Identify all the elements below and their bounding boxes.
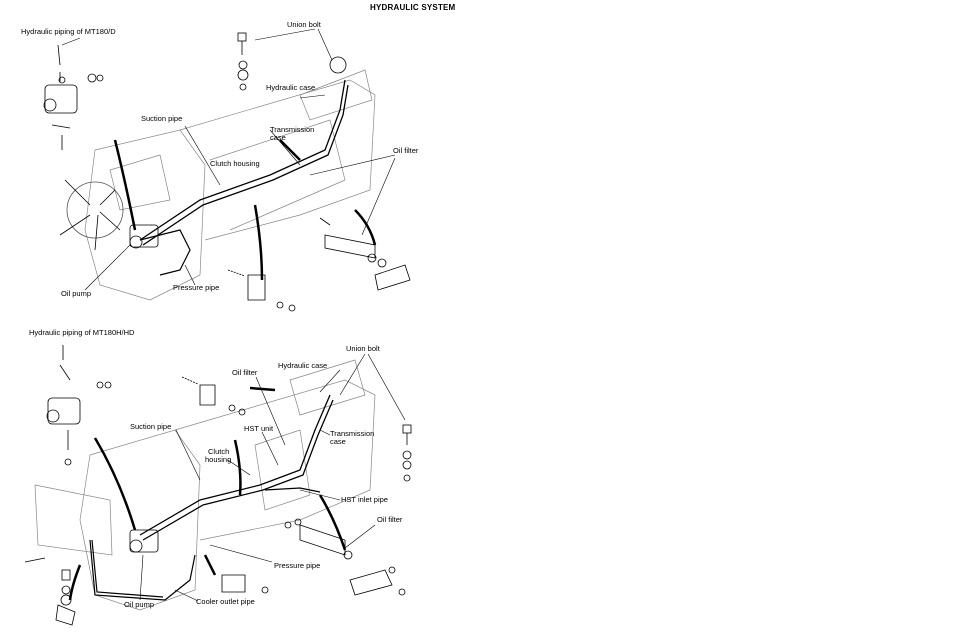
bottom-label-oil-filter-top: Oil filter — [232, 368, 258, 377]
bottom-label-suction-pipe: Suction pipe — [130, 422, 172, 431]
top-oil-filter-parts — [319, 217, 411, 291]
bottom-pump-exploded — [46, 345, 112, 466]
top-label-suction-pipe: Suction pipe — [141, 114, 183, 123]
bottom-hst-inlet-pipe — [264, 487, 321, 493]
bottom-leader-lines — [139, 353, 406, 602]
top-pump-exploded — [43, 44, 104, 150]
top-label-transmission-line2: case — [270, 133, 286, 142]
bottom-label-clutch-line1: Clutch — [208, 447, 230, 456]
top-label-oil-filter: Oil filter — [393, 146, 419, 155]
top-label-union-bolt: Union bolt — [287, 20, 321, 29]
top-union-bolt-parts — [237, 32, 347, 91]
top-label-clutch-housing: Clutch housing — [210, 159, 260, 168]
bottom-label-cooler-outlet-pipe: Cooler outlet pipe — [196, 597, 255, 606]
top-arrows — [113, 139, 377, 281]
top-label-oil-pump: Oil pump — [61, 289, 92, 298]
bottom-label-transmission-case: Transmission case — [330, 430, 374, 446]
bottom-label-hst-inlet-pipe: HST inlet pipe — [341, 495, 388, 504]
bottom-engine-outline — [34, 359, 376, 611]
bottom-suction-pipe — [139, 394, 334, 541]
top-pressure-pipe — [139, 229, 191, 276]
top-fan — [59, 179, 124, 251]
top-label-pressure-pipe: Pressure pipe — [173, 283, 220, 292]
bottom-label-union-bolt: Union bolt — [346, 344, 380, 353]
bottom-label-hst-unit: HST unit — [244, 424, 274, 433]
page-title: HYDRAULIC SYSTEM — [370, 3, 456, 12]
bottom-label-pressure-pipe: Pressure pipe — [274, 561, 321, 570]
bottom-oil-filter-parts — [284, 518, 406, 596]
bottom-label-clutch-line2: housing — [205, 455, 232, 464]
top-diagram-heading: Hydraulic piping of MT180/D — [21, 27, 116, 36]
bottom-label-hydraulic-case: Hydraulic case — [278, 361, 328, 370]
bottom-arrows — [68, 386, 347, 601]
bottom-lower-left-parts — [24, 557, 76, 626]
bottom-oil-pump — [129, 529, 159, 553]
bottom-clamp-parts — [181, 376, 269, 594]
top-label-hydraulic-case: Hydraulic case — [266, 83, 316, 92]
bottom-union-bolt-parts — [402, 424, 412, 482]
bottom-label-oil-pump: Oil pump — [124, 600, 155, 609]
bottom-diagram-heading: Hydraulic piping of MT180H/HD — [29, 328, 135, 337]
top-leader-lines — [61, 28, 396, 291]
top-clamp-parts — [227, 269, 296, 312]
bottom-label-clutch-housing: Clutch housing — [205, 448, 231, 464]
top-label-transmission-case: Transmission case — [270, 126, 314, 142]
top-oil-pump — [129, 224, 159, 249]
bottom-cooler-pipe — [89, 539, 196, 601]
top-label-transmission-line1: Transmission — [270, 125, 315, 134]
bottom-label-transmission-line2: case — [330, 437, 346, 446]
bottom-label-oil-filter-bottom: Oil filter — [377, 515, 403, 524]
bottom-label-transmission-line1: Transmission — [330, 429, 375, 438]
top-engine-outline — [84, 69, 376, 301]
